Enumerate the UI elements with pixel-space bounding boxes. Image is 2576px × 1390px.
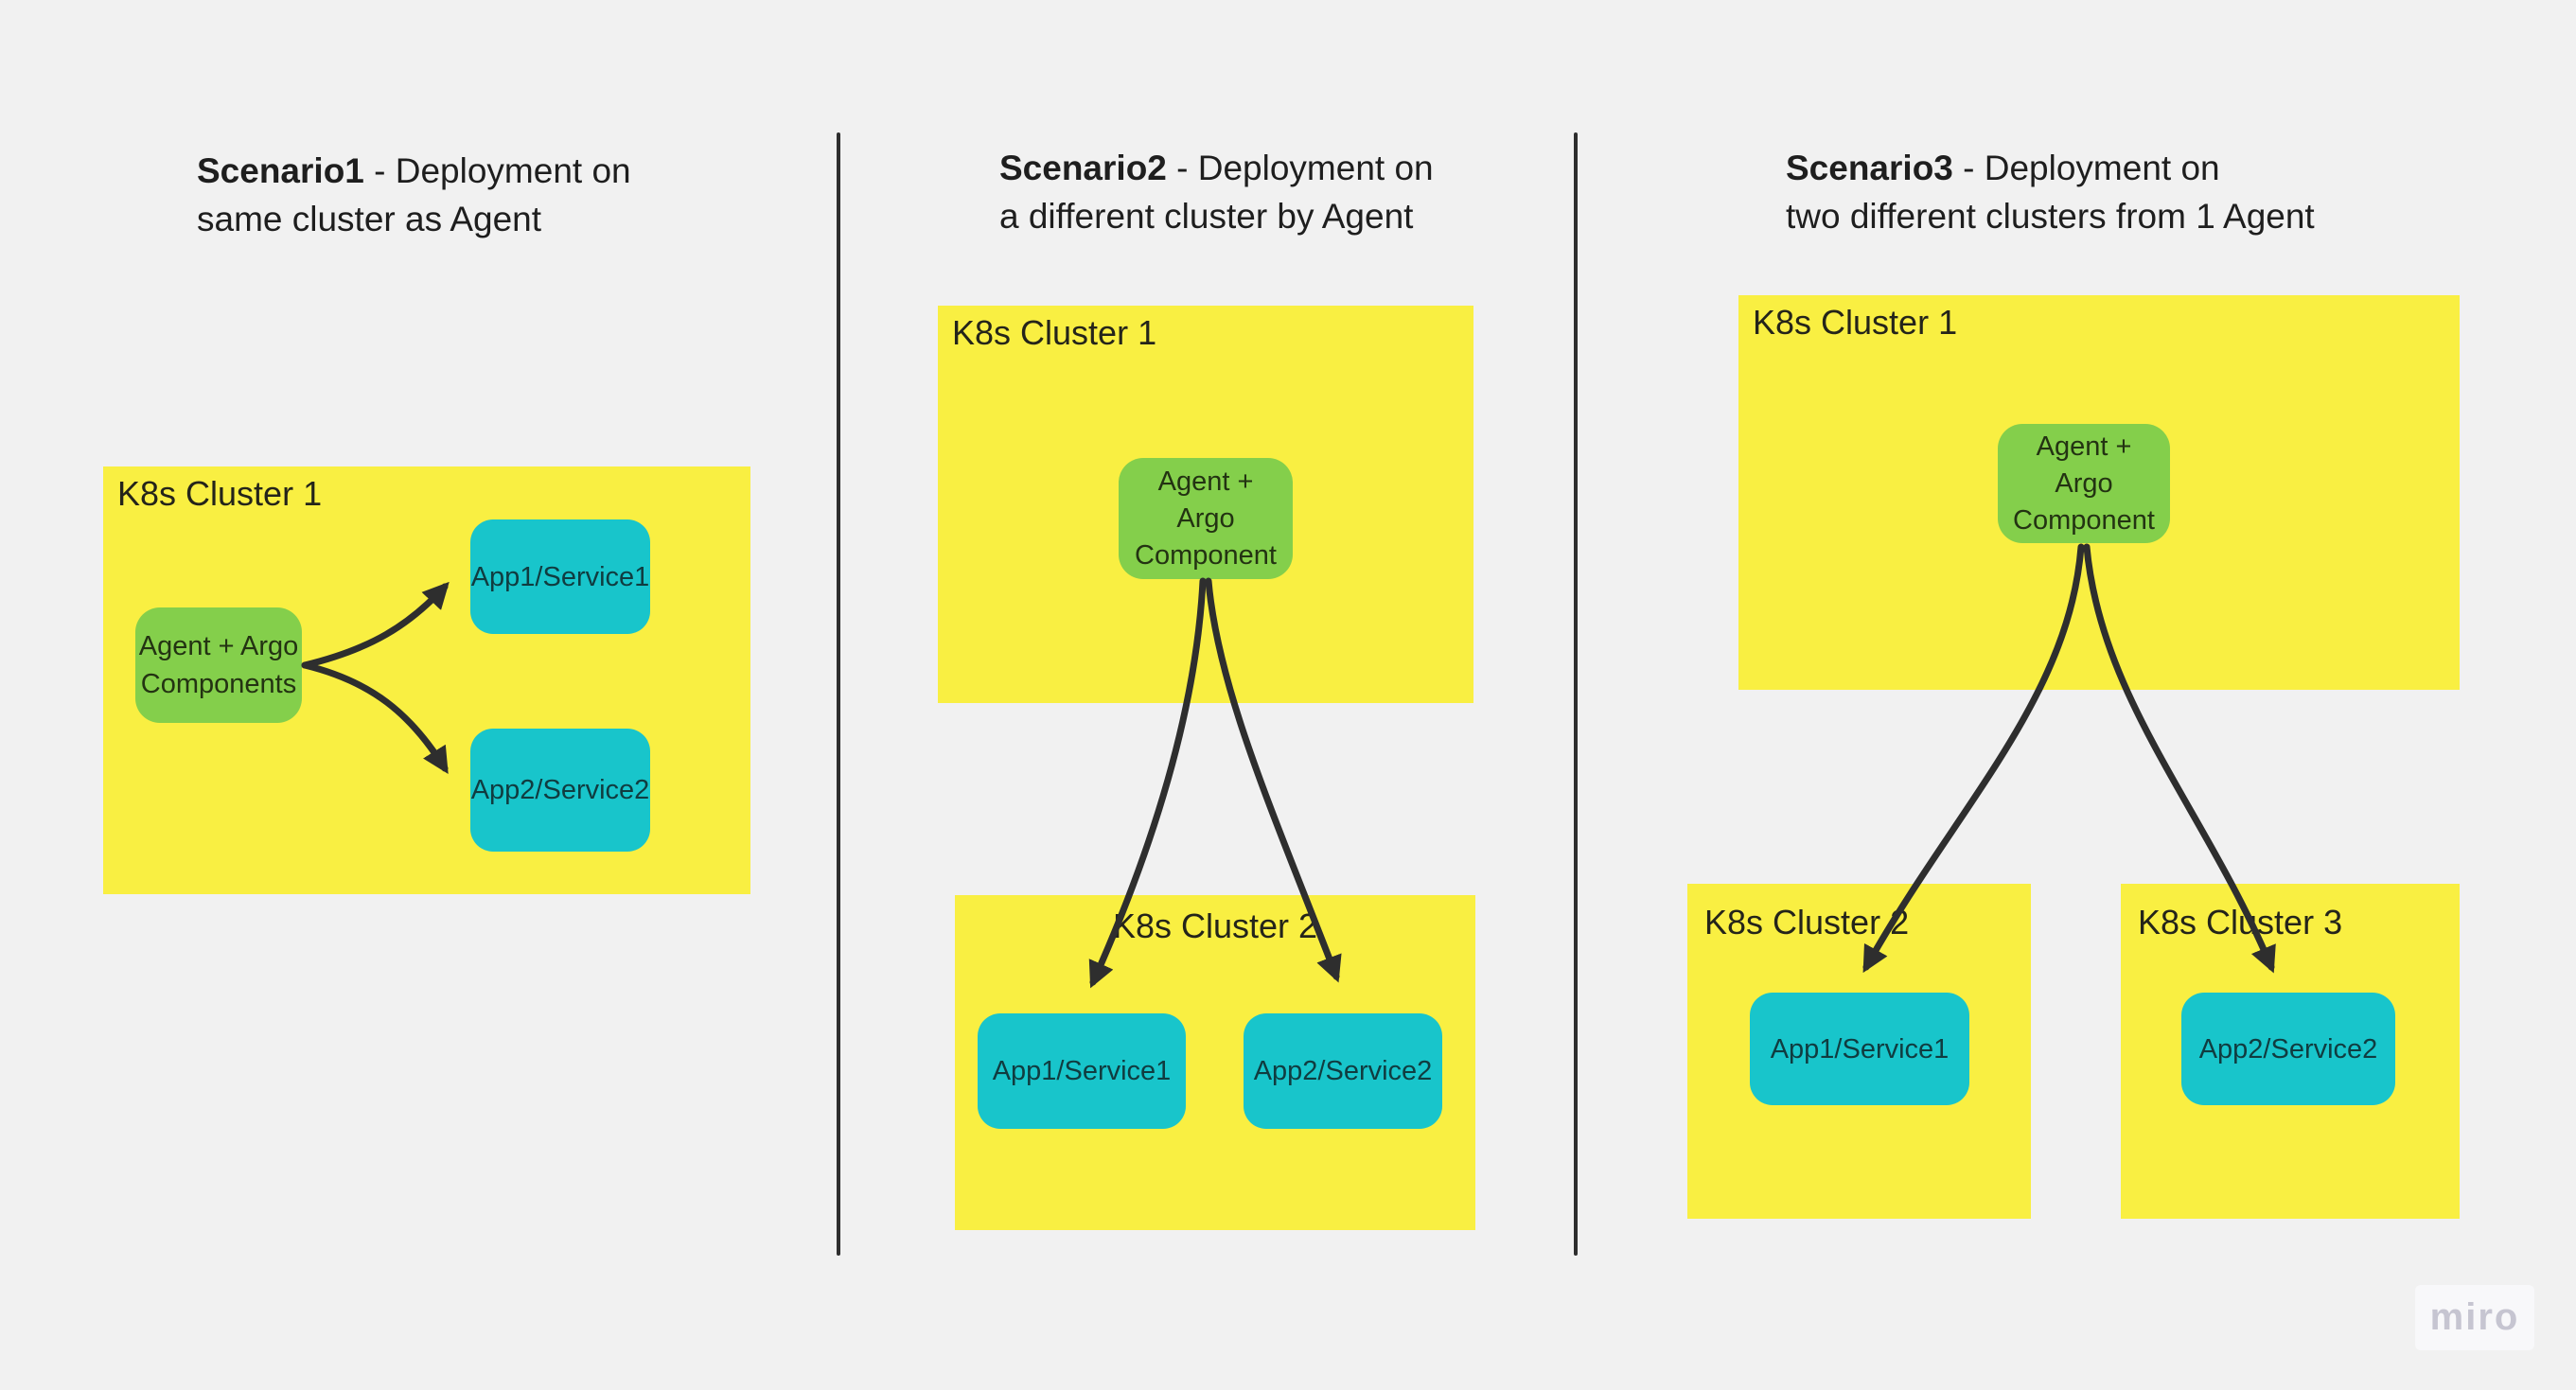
agent-label-line: Agent +: [2036, 431, 2132, 462]
agent-label-line: Agent +: [1157, 466, 1254, 497]
app2-label: App2/Service2: [470, 775, 650, 805]
scenario2-title-line2: a different cluster by Agent: [999, 197, 1414, 236]
scenario2-title-bold: Scenario2: [999, 149, 1167, 187]
scenario1-agent-node[interactable]: Agent + Argo Components: [135, 607, 302, 723]
scenario3-agent-node[interactable]: Agent + Argo Component: [1998, 424, 2170, 543]
scenario3-app1-node[interactable]: App1/Service1: [1750, 993, 1969, 1105]
scenario2-title-line1: Scenario2 - Deployment on: [999, 144, 1434, 192]
app1-label: App1/Service1: [992, 1056, 1172, 1086]
app2-label: App2/Service2: [1253, 1056, 1433, 1086]
agent-label-line: Component: [2013, 504, 2155, 536]
scenario3-cluster3-label: K8s Cluster 3: [2138, 903, 2343, 941]
agent-label-line: Argo: [2055, 467, 2113, 499]
app1-label: App1/Service1: [1770, 1033, 1950, 1064]
section-divider-line: [837, 132, 840, 1256]
section-divider-line: [1574, 132, 1578, 1256]
scenario2-app2-node[interactable]: App2/Service2: [1244, 1013, 1442, 1129]
miro-logo-text: miro: [2429, 1296, 2520, 1338]
scenario3-app2-node[interactable]: App2/Service2: [2181, 993, 2395, 1105]
scenario3-cluster2-label: K8s Cluster 2: [1704, 903, 1910, 941]
scenario3-title-line2: two different clusters from 1 Agent: [1786, 197, 2315, 236]
scenario2-cluster2-label: K8s Cluster 2: [1112, 906, 1318, 945]
app2-label: App2/Service2: [2198, 1033, 2378, 1064]
agent-label-line: Components: [140, 669, 297, 699]
scenario1-title-line2: same cluster as Agent: [197, 200, 542, 238]
app1-label: App1/Service1: [470, 561, 650, 592]
agent-label-line: Agent + Argo: [138, 631, 299, 661]
agent-label-line: Argo: [1176, 502, 1235, 534]
scenario3-title-bold: Scenario3: [1786, 149, 1953, 187]
scenario1-app2-node[interactable]: App2/Service2: [470, 729, 650, 852]
scenario2-title-rest: - Deployment on: [1166, 149, 1434, 187]
scenario3-cluster1-label: K8s Cluster 1: [1753, 303, 1958, 342]
miro-watermark: miro: [2415, 1285, 2534, 1350]
scenario2-app1-node[interactable]: App1/Service1: [978, 1013, 1186, 1129]
scenario3-title-rest: - Deployment on: [1952, 149, 2220, 187]
scenario3-title-line1: Scenario3 - Deployment on: [1786, 144, 2315, 192]
scenario1-app1-node[interactable]: App1/Service1: [470, 519, 650, 634]
scenario2-cluster1-label: K8s Cluster 1: [952, 313, 1157, 352]
scenario3-title: Scenario3 - Deployment on two different …: [1786, 144, 2315, 240]
scenario1-title-rest: - Deployment on: [363, 151, 631, 190]
scenario1-title-line1: Scenario1 - Deployment on: [197, 147, 631, 195]
scenario1-title-bold: Scenario1: [197, 151, 364, 190]
scenario2-agent-node[interactable]: Agent + Argo Component: [1119, 458, 1293, 579]
scenario2-title: Scenario2 - Deployment on a different cl…: [999, 144, 1434, 240]
agent-label-line: Component: [1135, 539, 1277, 571]
scenario1-title: Scenario1 - Deployment on same cluster a…: [197, 147, 631, 243]
scenario1-cluster1-label: K8s Cluster 1: [117, 474, 323, 513]
